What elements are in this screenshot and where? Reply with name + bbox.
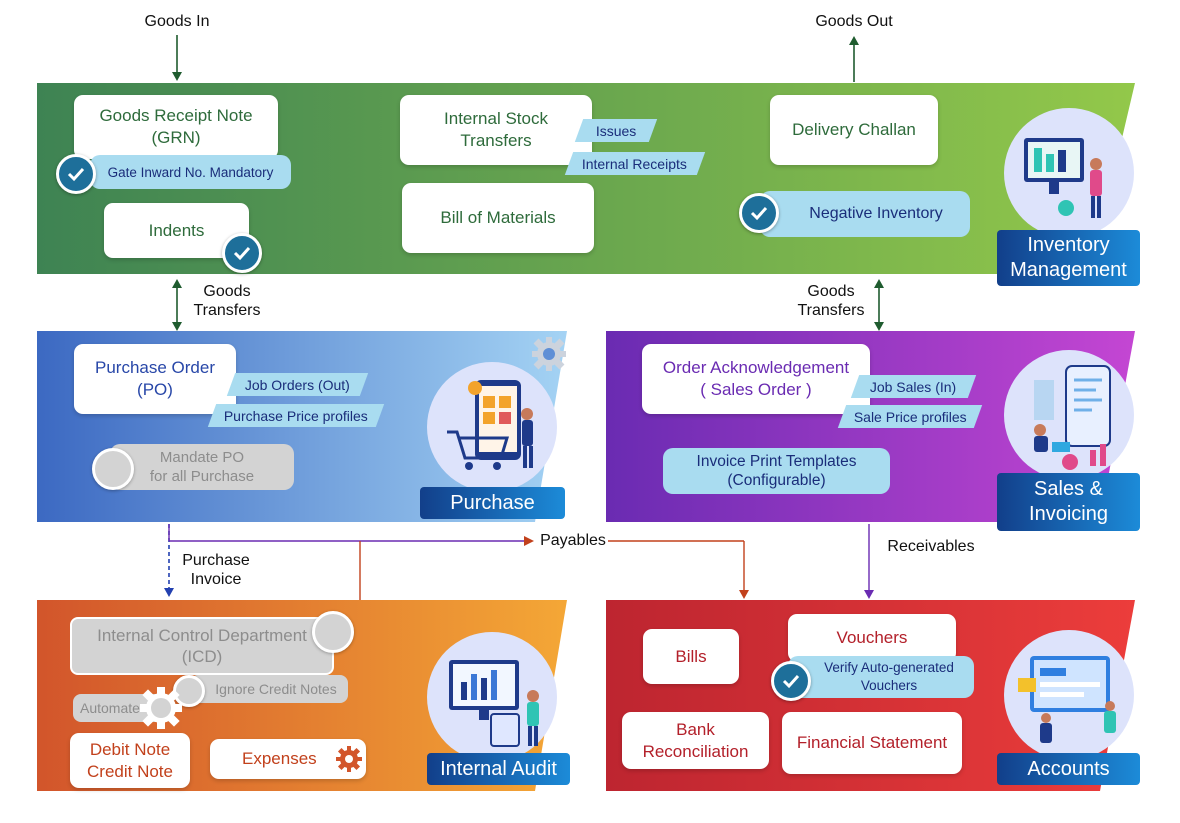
expenses-gear-icon xyxy=(336,746,362,772)
negative-inventory-check-icon xyxy=(739,193,779,233)
mandate-po-toggle-knob[interactable] xyxy=(92,448,134,490)
goods-out-arrow xyxy=(849,36,859,82)
sale-price-profiles-tag: Sale Price profiles xyxy=(837,405,983,428)
negative-inventory-pill: Negative Inventory xyxy=(760,191,970,237)
inventory-illustration xyxy=(1004,108,1134,238)
bom-box: Bill of Materials xyxy=(402,183,594,253)
purchase-title-badge: Purchase xyxy=(420,487,565,519)
goods-transfers-left-label: Goods Transfers xyxy=(193,283,261,319)
internal-receipts-tag: Internal Receipts xyxy=(564,152,706,175)
job-orders-tag: Job Orders (Out) xyxy=(226,373,369,396)
inventory-title-badge: Inventory Management xyxy=(997,230,1140,286)
order-ack-box: Order Acknowledgement ( Sales Order ) xyxy=(642,344,870,414)
verify-vouchers-check-icon xyxy=(771,661,811,701)
receivables-label: Receivables xyxy=(887,538,975,555)
payables-label: Payables xyxy=(540,532,606,549)
accounts-title-badge: Accounts xyxy=(997,753,1140,785)
indents-check-icon xyxy=(222,233,262,273)
payables-arrow xyxy=(359,536,749,600)
goods-transfers-right-label: Goods Transfers xyxy=(797,283,865,319)
delivery-challan-box: Delivery Challan xyxy=(770,95,938,165)
bank-reconciliation-box: Bank Reconciliation xyxy=(622,712,769,769)
goods-in-label: Goods In xyxy=(144,13,210,30)
accounts-illustration xyxy=(1004,630,1134,760)
invoice-templates-pill: Invoice Print Templates (Configurable) xyxy=(663,448,890,494)
goods-transfers-right-arrow xyxy=(874,279,884,331)
sales-illustration xyxy=(1004,350,1134,480)
mandate-po-toggle[interactable]: Mandate PO for all Purchase xyxy=(110,444,294,490)
issues-tag: Issues xyxy=(574,119,658,142)
job-sales-tag: Job Sales (In) xyxy=(850,375,977,398)
financial-statement-box: Financial Statement xyxy=(782,712,962,774)
receivables-arrow xyxy=(864,524,874,599)
automate-gear-icon[interactable] xyxy=(139,686,183,730)
vouchers-box: Vouchers xyxy=(788,614,956,662)
audit-illustration xyxy=(427,632,557,762)
goods-out-label: Goods Out xyxy=(815,13,893,30)
gate-inward-pill: Gate Inward No. Mandatory xyxy=(90,155,291,189)
sales-title-badge: Sales & Invoicing xyxy=(997,473,1140,531)
goods-in-arrow xyxy=(172,35,182,81)
po-box: Purchase Order (PO) xyxy=(74,344,236,414)
purchase-to-accounts-line xyxy=(168,524,528,542)
purchase-illustration xyxy=(427,362,557,492)
grn-box: Goods Receipt Note (GRN) xyxy=(74,95,278,159)
goods-transfers-left-arrow xyxy=(172,279,182,331)
bills-box: Bills xyxy=(643,629,739,684)
icd-toggle-knob[interactable] xyxy=(312,611,354,653)
verify-vouchers-pill: Verify Auto-generated Vouchers xyxy=(788,656,974,698)
purchase-gear-icon xyxy=(532,337,566,371)
ignore-credit-notes-knob[interactable] xyxy=(173,675,205,707)
audit-title-badge: Internal Audit xyxy=(427,753,570,785)
ignore-credit-notes-toggle[interactable]: Ignore Credit Notes xyxy=(190,675,348,703)
purchase-invoice-label: Purchase Invoice xyxy=(182,552,250,588)
icd-toggle[interactable]: Internal Control Department (ICD) xyxy=(70,617,334,675)
internal-stock-box: Internal Stock Transfers xyxy=(400,95,592,165)
debit-credit-note-box: Debit Note Credit Note xyxy=(70,733,190,788)
gate-inward-check-icon xyxy=(56,154,96,194)
purchase-price-profiles-tag: Purchase Price profiles xyxy=(207,404,385,427)
